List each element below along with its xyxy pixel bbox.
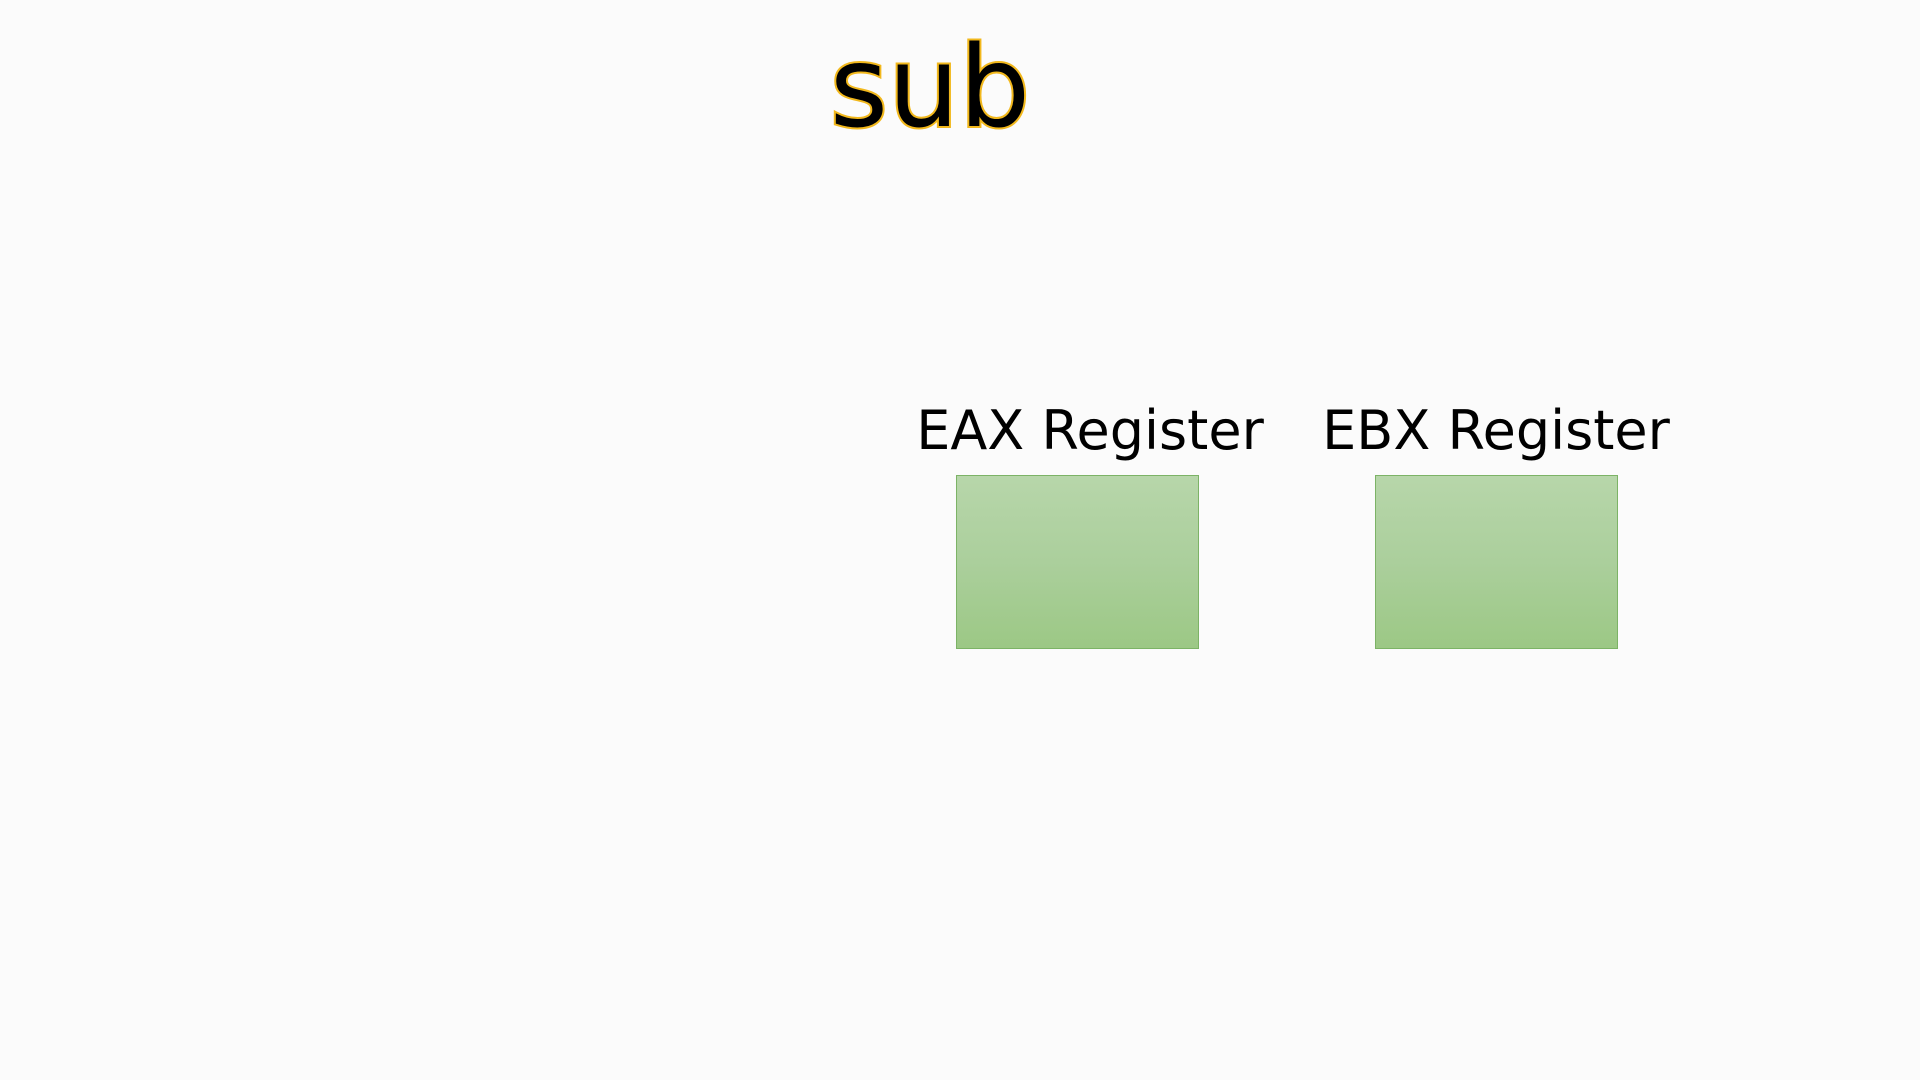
eax-register-label: EAX Register [916, 399, 1264, 462]
slide-title: sub [828, 21, 1032, 155]
ebx-register-box [1375, 475, 1618, 649]
eax-register-box [956, 475, 1199, 649]
ebx-register-label: EBX Register [1322, 399, 1670, 462]
